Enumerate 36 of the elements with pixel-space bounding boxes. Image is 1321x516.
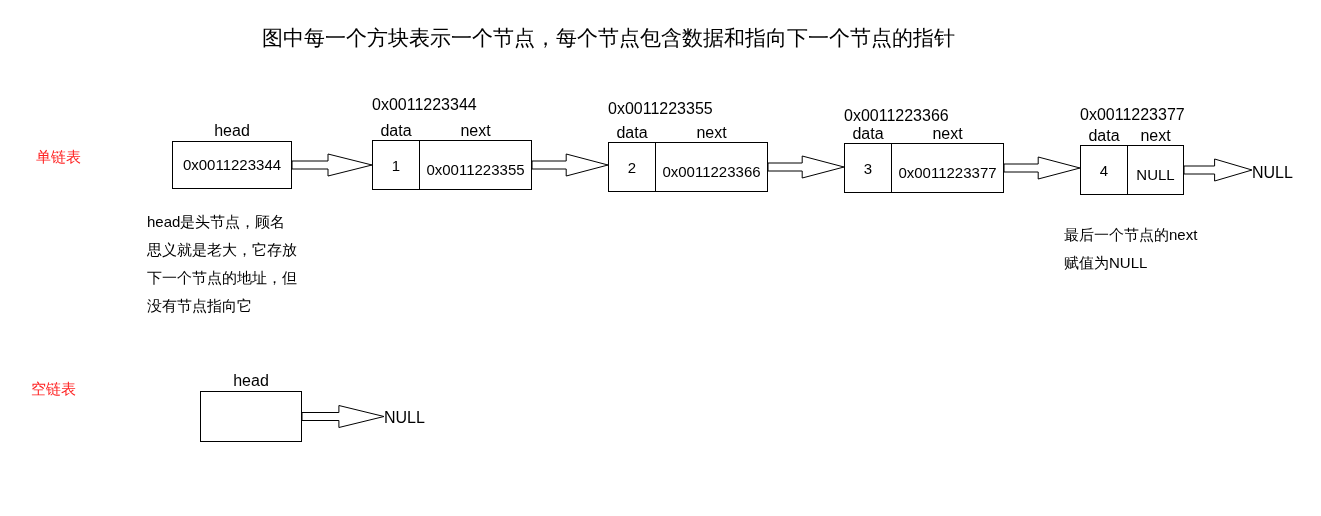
address-label: 0x0011223344 [372, 96, 477, 114]
pointer-value: 0x0011223355 [426, 161, 525, 179]
data-value: 1 [391, 157, 401, 175]
pointer-value: 0x0011223366 [662, 163, 761, 181]
section-label: 空链表 [31, 379, 76, 399]
node-label: head [233, 372, 269, 390]
field-label: data [616, 124, 648, 142]
field-label: next [460, 122, 491, 140]
section-label: 单链表 [36, 147, 81, 167]
block-arrow [531, 153, 609, 177]
node-label: head [214, 122, 250, 140]
address-value: 0x0011223344 [182, 156, 282, 174]
block-arrow [301, 405, 385, 428]
pointer-value: NULL [1136, 166, 1175, 184]
block-arrow [291, 153, 373, 177]
field-label: next [696, 124, 727, 142]
pointer-value: 0x0011223377 [898, 164, 997, 182]
field-label: data [852, 125, 884, 143]
note-text: 最后一个节点的next赋值为NULL [1064, 225, 1199, 273]
null-label: NULL [384, 409, 425, 427]
field-label: data [1088, 127, 1120, 145]
field-label: next [1140, 127, 1171, 145]
null-label: NULL [1252, 164, 1293, 182]
note-text: head是头节点，顾名思义就是老大，它存放下一个节点的地址，但没有节点指向它 [147, 212, 298, 316]
address-label: 0x0011223377 [1080, 106, 1185, 124]
data-value: 2 [627, 159, 637, 177]
address-label: 0x0011223355 [608, 100, 713, 118]
data-value: 4 [1099, 162, 1109, 180]
address-label: 0x0011223366 [844, 107, 949, 125]
data-value: 3 [863, 160, 873, 178]
block-arrow [1003, 156, 1081, 180]
block-arrow [1183, 158, 1253, 182]
field-label: next [932, 125, 963, 143]
block-arrow [767, 155, 845, 179]
field-label: data [380, 122, 412, 140]
diagram-title: 图中每一个方块表示一个节点，每个节点包含数据和指向下一个节点的指针 [262, 25, 955, 51]
